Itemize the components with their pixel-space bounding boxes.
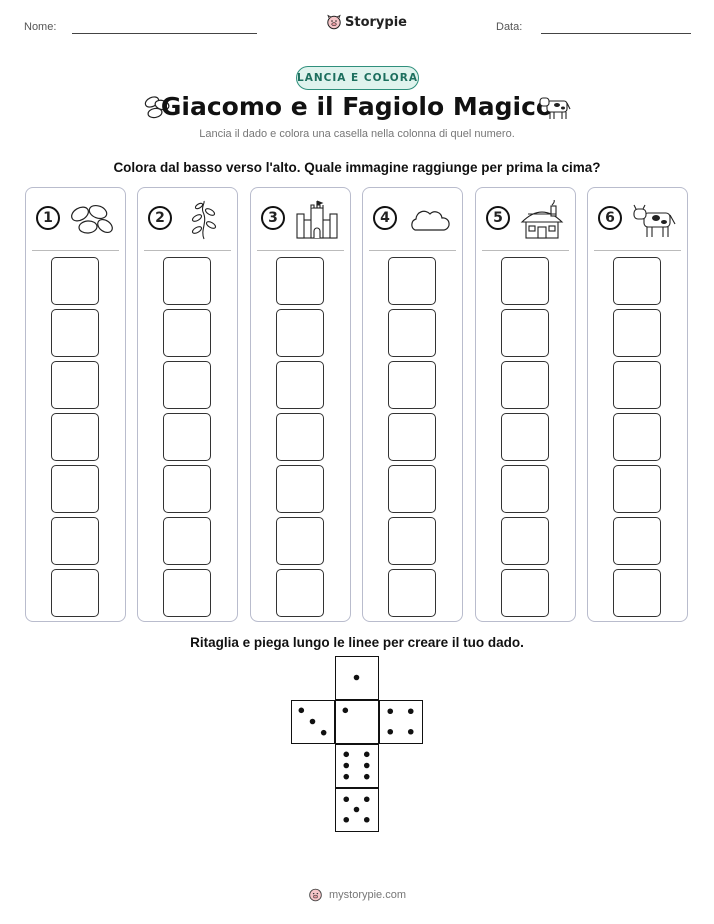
color-box[interactable] (613, 465, 661, 513)
color-box[interactable] (276, 309, 324, 357)
color-box[interactable] (613, 257, 661, 305)
color-box[interactable] (501, 465, 549, 513)
color-box[interactable] (163, 517, 211, 565)
color-box[interactable] (276, 413, 324, 461)
brand-logo: Storypie (326, 14, 407, 30)
column-number: 4 (373, 206, 397, 230)
column-divider (144, 250, 231, 251)
column-divider (32, 250, 119, 251)
castle-icon (296, 200, 338, 239)
beans-icon (144, 96, 170, 119)
column-number: 3 (261, 206, 285, 230)
page-subtitle: Lancia il dado e colora una casella nell… (199, 128, 515, 140)
color-box[interactable] (163, 361, 211, 409)
color-box[interactable] (51, 465, 99, 513)
column-number: 1 (36, 206, 60, 230)
cottage-icon (520, 200, 564, 239)
die-face-right[interactable] (379, 700, 423, 744)
column-5: 5 (475, 187, 576, 622)
date-line (541, 33, 691, 34)
color-box[interactable] (613, 361, 661, 409)
column-4: 4 (362, 187, 463, 622)
color-box[interactable] (388, 361, 436, 409)
color-box[interactable] (501, 517, 549, 565)
date-label: Data: (496, 21, 523, 33)
color-box[interactable] (51, 257, 99, 305)
color-box[interactable] (501, 257, 549, 305)
activity-badge: LANCIA E COLORA (296, 66, 419, 90)
column-divider (482, 250, 569, 251)
die-face-bottom[interactable] (335, 788, 379, 832)
color-box[interactable] (388, 517, 436, 565)
footer-url[interactable]: mystorypie.com (328, 888, 407, 901)
color-box[interactable] (613, 517, 661, 565)
color-box[interactable] (276, 257, 324, 305)
color-box[interactable] (163, 257, 211, 305)
column-number: 2 (148, 206, 172, 230)
color-box[interactable] (501, 361, 549, 409)
color-box[interactable] (51, 569, 99, 617)
column-3: 3 (250, 187, 351, 622)
name-label: Nome: (24, 21, 57, 33)
color-box[interactable] (51, 309, 99, 357)
color-box[interactable] (388, 413, 436, 461)
cow-icon (633, 204, 676, 237)
die-face-lower[interactable] (335, 744, 379, 788)
page-title: Giacomo e il Fagiolo Magico (160, 92, 554, 121)
color-box[interactable] (501, 569, 549, 617)
pig-face-icon (327, 14, 341, 30)
die-face-top[interactable] (335, 656, 379, 700)
color-box[interactable] (388, 309, 436, 357)
column-1: 1 (25, 187, 126, 622)
color-box[interactable] (51, 361, 99, 409)
color-box[interactable] (51, 517, 99, 565)
column-divider (594, 250, 681, 251)
column-number: 6 (598, 206, 622, 230)
color-box[interactable] (51, 413, 99, 461)
dice-instruction: Ritaglia e piega lungo le linee per crea… (190, 635, 524, 650)
color-box[interactable] (163, 569, 211, 617)
color-box[interactable] (613, 413, 661, 461)
color-box[interactable] (613, 309, 661, 357)
name-line (72, 33, 257, 34)
columns-instruction: Colora dal basso verso l'alto. Quale imm… (113, 160, 601, 175)
color-box[interactable] (501, 413, 549, 461)
footer: mystorypie.com (0, 887, 714, 902)
beans-icon (71, 204, 113, 234)
color-box[interactable] (613, 569, 661, 617)
cow-icon (539, 97, 571, 119)
color-box[interactable] (388, 465, 436, 513)
column-divider (369, 250, 456, 251)
color-box[interactable] (276, 517, 324, 565)
color-box[interactable] (276, 569, 324, 617)
cloud-icon (411, 210, 450, 231)
color-box[interactable] (163, 309, 211, 357)
pig-face-icon (309, 888, 322, 902)
color-box[interactable] (276, 361, 324, 409)
column-divider (257, 250, 344, 251)
color-box[interactable] (163, 413, 211, 461)
beanstalk-icon (191, 200, 217, 240)
column-number: 5 (486, 206, 510, 230)
column-2: 2 (137, 187, 238, 622)
column-6: 6 (587, 187, 688, 622)
color-box[interactable] (388, 569, 436, 617)
color-box[interactable] (276, 465, 324, 513)
brand-name: Storypie (345, 14, 407, 30)
die-face-center[interactable] (335, 700, 379, 744)
die-face-left[interactable] (291, 700, 335, 744)
color-box[interactable] (163, 465, 211, 513)
color-box[interactable] (388, 257, 436, 305)
color-box[interactable] (501, 309, 549, 357)
